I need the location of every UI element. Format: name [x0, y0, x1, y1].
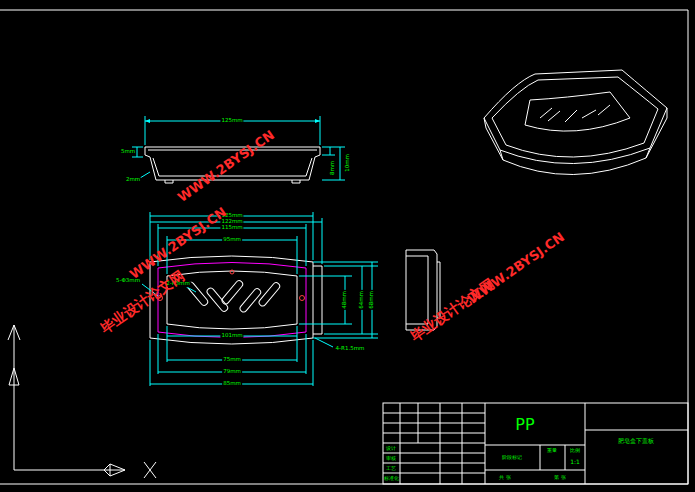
- dimension-text: 122mm: [220, 219, 243, 225]
- dimension-text: 48mm: [342, 290, 348, 310]
- dimension-text: 68mm: [369, 290, 375, 310]
- material-text: PP: [515, 417, 534, 433]
- table-cell: 工艺: [386, 466, 396, 471]
- dimension-text: 79mm: [222, 369, 242, 375]
- dimension-text: 2mm: [125, 177, 141, 183]
- note-text: 4-R1.5mm: [335, 346, 366, 352]
- table-cell: 阶段标记: [502, 455, 522, 460]
- table-cell: 重量: [547, 448, 557, 453]
- ucs-icon: [8, 325, 156, 478]
- part-name: 肥皂盒下盖板: [618, 438, 654, 444]
- drawing-frame: [0, 10, 688, 484]
- watermark: 毕业设计论文网: [408, 276, 496, 344]
- table-cell: 审核: [386, 456, 396, 461]
- dimension-text: 10mm: [345, 153, 351, 173]
- title-block: [383, 403, 688, 484]
- isometric-view: [484, 70, 667, 175]
- table-cell: 第 张: [554, 475, 566, 480]
- dimension-text: 125mm: [220, 118, 243, 124]
- watermark: WWW.2BYSJ.CN: [176, 128, 277, 204]
- dimension-text: 95mm: [222, 237, 242, 243]
- table-cell: 共 张: [499, 475, 511, 480]
- table-cell: 比例: [570, 448, 580, 453]
- table-cell: 标准化: [384, 476, 399, 481]
- dimension-text: 101mm: [220, 333, 243, 339]
- dimension-text: 115mm: [220, 225, 243, 231]
- table-cell: 设计: [386, 446, 396, 451]
- dimension-text: 75mm: [222, 357, 242, 363]
- dimension-text: 8mm: [330, 160, 336, 176]
- dimension-text: 85mm: [222, 381, 242, 387]
- dimension-text: 64mm: [359, 290, 365, 310]
- table-cell: 1:1: [570, 459, 580, 465]
- dimension-text: 5mm: [120, 149, 136, 155]
- watermark: 毕业设计论文网: [98, 268, 186, 336]
